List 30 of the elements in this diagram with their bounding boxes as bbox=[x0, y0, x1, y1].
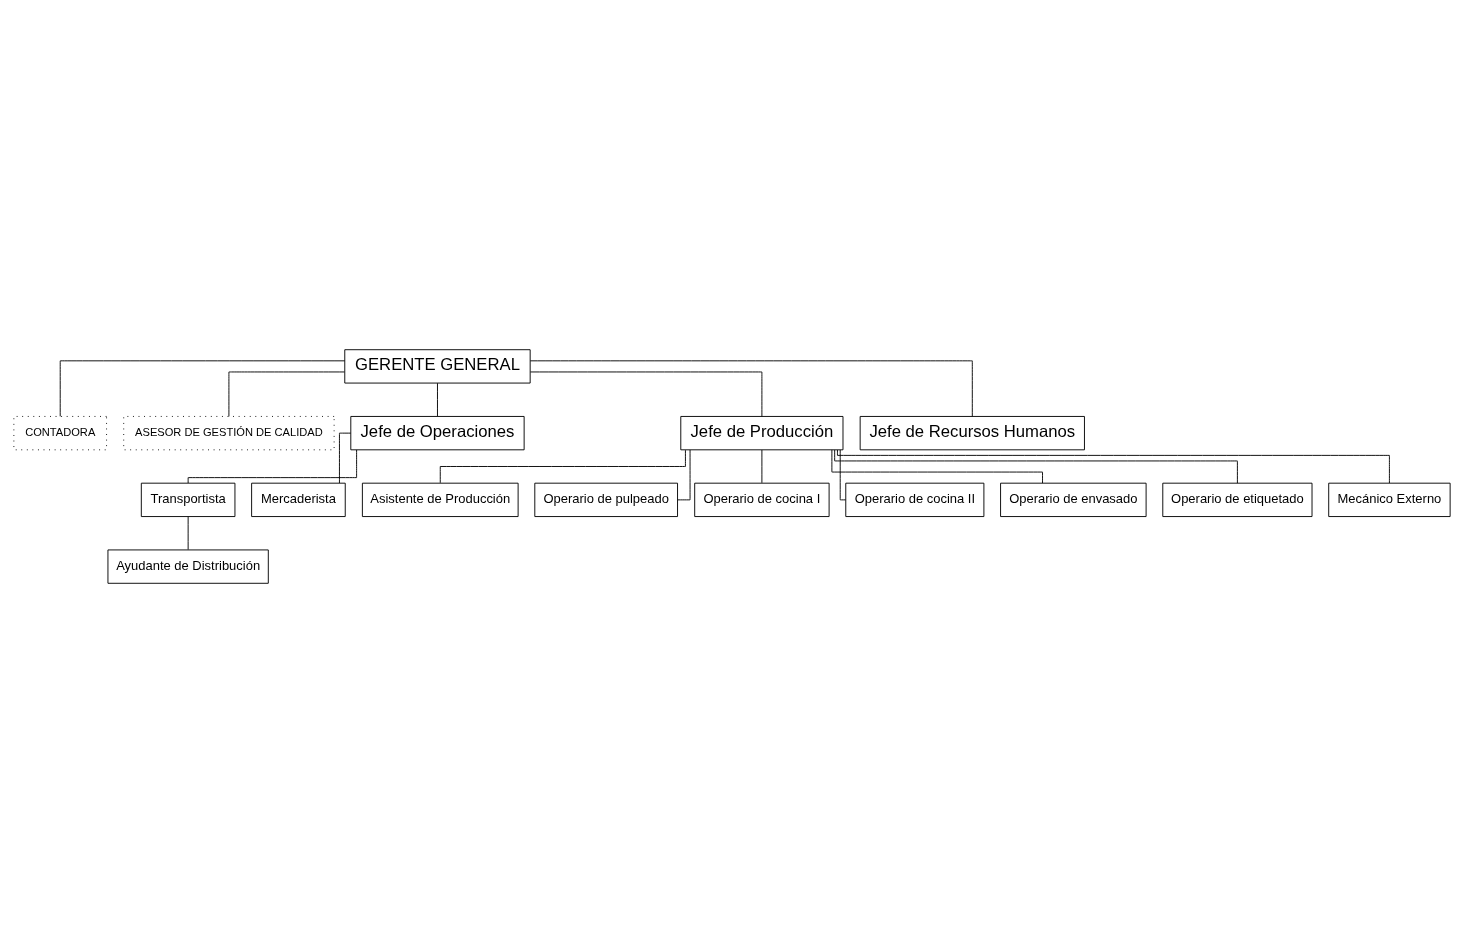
node-box: Operario de envasado bbox=[1000, 482, 1147, 517]
connector bbox=[839, 449, 847, 500]
node-box: Jefe de Recursos Humanos bbox=[859, 415, 1085, 450]
node-box: Jefe de Producción bbox=[680, 415, 844, 450]
connector bbox=[228, 371, 345, 417]
connector bbox=[831, 448, 1043, 483]
connector bbox=[437, 382, 438, 417]
node-box: GERENTE GENERAL bbox=[344, 348, 531, 384]
node-box: Operario de cocina I bbox=[694, 482, 830, 517]
node-box: Mercaderista bbox=[251, 482, 346, 517]
connector bbox=[677, 449, 691, 500]
node-box: Operario de cocina II bbox=[845, 482, 985, 517]
node-box: ASESOR DE GESTIÓN DE CALIDAD bbox=[123, 415, 335, 450]
node-box: Operario de etiquetado bbox=[1162, 482, 1313, 517]
connector bbox=[836, 449, 1390, 483]
node-box: Ayudante de Distribución bbox=[107, 548, 269, 584]
node-box: Mecánico Externo bbox=[1328, 482, 1451, 517]
node-box: Asistente de Producción bbox=[361, 482, 519, 517]
connector bbox=[834, 449, 1238, 484]
connector bbox=[529, 371, 763, 417]
node-box: Operario de pulpeado bbox=[534, 482, 678, 517]
connector bbox=[339, 432, 352, 483]
node-box: CONTADORA bbox=[13, 415, 108, 450]
connector bbox=[59, 359, 346, 417]
node-box: Transportista bbox=[140, 482, 236, 517]
connector bbox=[761, 449, 763, 483]
connector bbox=[529, 359, 973, 417]
node-box: Jefe de Operaciones bbox=[350, 415, 525, 450]
connector bbox=[187, 449, 358, 483]
connector bbox=[187, 515, 189, 550]
